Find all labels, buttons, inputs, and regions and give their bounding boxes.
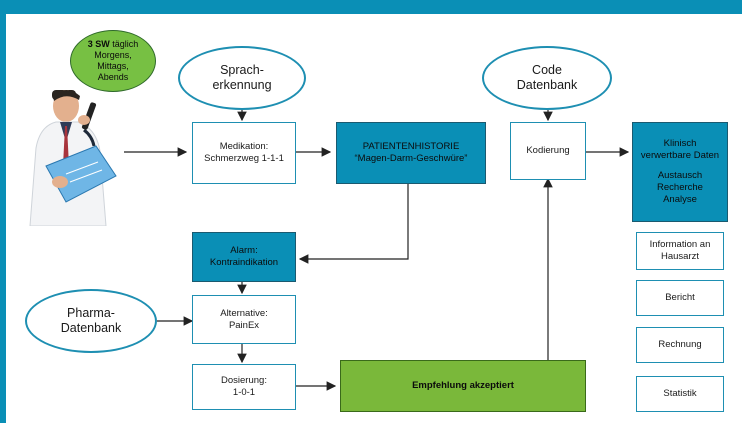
speech-bubble: 3 SW täglich Morgens, Mittags, Abends — [70, 30, 156, 92]
box-alternative: Alternative: PainEx — [192, 295, 296, 344]
rechnung-label: Rechnung — [658, 339, 702, 350]
bubble-line3: Mittags, — [97, 61, 129, 71]
empfehlung-label: Empfehlung akzeptiert — [412, 380, 514, 391]
oval-code-line1: Code — [532, 63, 562, 77]
klinisch-line2: verwertbare Daten — [640, 150, 720, 161]
box-information-hausarzt: Information an Hausarzt — [636, 232, 724, 270]
patient-line1: PATIENTENHISTORIE — [362, 141, 460, 152]
doctor-icon — [29, 90, 117, 226]
oval-pharma-line1: Pharma- — [67, 306, 115, 320]
diagram-canvas: 3 SW täglich Morgens, Mittags, Abends Sp… — [6, 14, 742, 423]
medikation-line1: Medikation: — [219, 141, 269, 152]
box-kodierung: Kodierung — [510, 122, 586, 180]
bericht-label: Bericht — [665, 292, 695, 303]
box-alarm: Alarm: Kontraindikation — [192, 232, 296, 282]
bubble-rest-text: täglich — [109, 39, 139, 49]
klinisch-line1: Klinisch — [663, 138, 697, 149]
arrow-patient-to-alarm — [298, 184, 409, 264]
info-line2: Hausarzt — [660, 251, 699, 262]
box-patientenhistorie: PATIENTENHISTORIE “Magen-Darm-Geschwüre” — [336, 122, 486, 184]
bubble-bold-text: 3 SW — [87, 39, 110, 49]
alarm-line2: Kontraindikation — [209, 257, 279, 268]
box-rechnung: Rechnung — [636, 327, 724, 363]
box-bericht: Bericht — [636, 280, 724, 316]
statistik-label: Statistik — [663, 388, 697, 399]
klinisch-line4: Austausch — [657, 170, 703, 181]
alternative-line2: PainEx — [228, 319, 260, 331]
box-klinisch: Klinisch verwertbare Daten Austausch Rec… — [632, 122, 728, 222]
box-empfehlung: Empfehlung akzeptiert — [340, 360, 586, 412]
kodierung-label: Kodierung — [526, 145, 570, 156]
oval-pharma-datenbank: Pharma-Datenbank — [25, 289, 157, 353]
box-statistik: Statistik — [636, 376, 724, 412]
alarm-line1: Alarm: — [230, 245, 258, 256]
connector-layer — [124, 110, 630, 391]
dosierung-line1: Dosierung: — [221, 375, 267, 386]
info-line1: Information an — [649, 239, 711, 250]
oval-spracherkennung: Sprach-erkennung — [178, 46, 306, 110]
klinisch-line5: Recherche — [657, 182, 703, 193]
oval-code-line2: Datenbank — [516, 78, 578, 92]
medikation-line2: Schmerzweg 1-1-1 — [204, 153, 284, 164]
box-dosierung: Dosierung: 1-0-1 — [192, 364, 296, 410]
alternative-line1: Alternative: — [220, 307, 268, 319]
box-medikation: Medikation: Schmerzweg 1-1-1 — [192, 122, 296, 184]
klinisch-line6: Analyse — [663, 194, 697, 205]
oval-speech-line2: erkennung — [212, 78, 272, 92]
bubble-line4: Abends — [97, 72, 129, 82]
dosierung-line2: 1-0-1 — [232, 387, 256, 398]
bubble-line2: Morgens, — [94, 50, 132, 60]
oval-pharma-line2: Datenbank — [60, 321, 122, 335]
patient-line2: “Magen-Darm-Geschwüre” — [354, 153, 468, 164]
oval-speech-line1: Sprach- — [220, 63, 264, 77]
